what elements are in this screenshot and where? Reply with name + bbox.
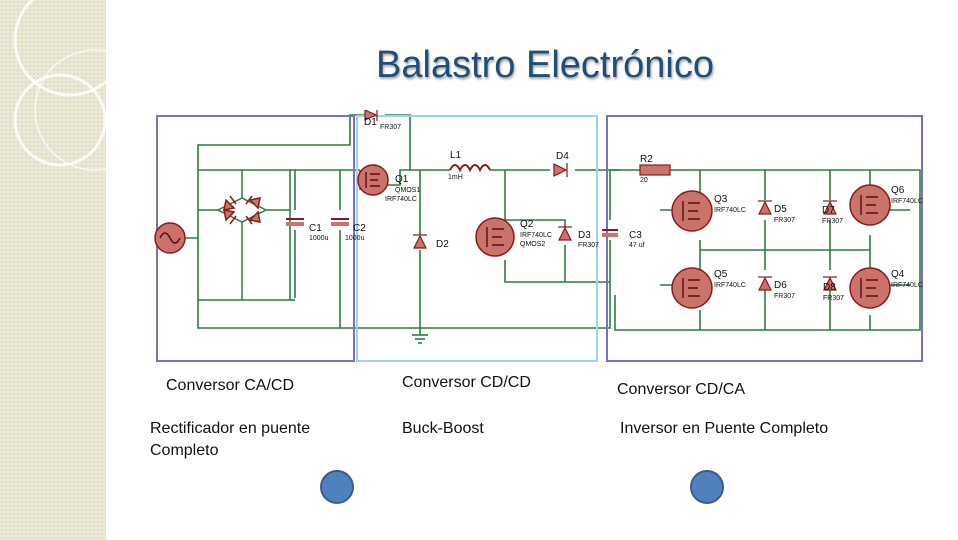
q6-value: IRF740LC — [891, 198, 923, 205]
d6-value: FR307 — [774, 293, 795, 300]
diode-icon — [558, 226, 572, 241]
q2-model-a: IRF740LC — [520, 232, 552, 239]
q3-label: Q3 — [714, 194, 728, 205]
capacitor-icon — [286, 218, 304, 226]
d1-label: D1 — [364, 117, 377, 128]
d7-label: D7 — [822, 205, 835, 216]
d3-value: FR307 — [578, 242, 599, 249]
d5-value: FR307 — [774, 217, 795, 224]
diode-icon — [758, 200, 772, 215]
component-labels: D1 FR307 L1 1mH D4 R2 20 Q1 QMOS1 IRF740… — [309, 117, 923, 302]
d1-value: FR307 — [380, 124, 401, 131]
diode-icon — [223, 209, 237, 225]
d2-label: D2 — [436, 239, 449, 250]
diode-icon — [245, 195, 261, 210]
diode-icon — [823, 276, 837, 291]
d8-value: FR307 — [823, 295, 844, 302]
block-desc-rectifier: Rectificador en puente Completo — [150, 420, 311, 459]
q4-label: Q4 — [891, 269, 905, 280]
q6-label: Q6 — [891, 185, 905, 196]
q1-model-b: IRF740LC — [385, 196, 417, 203]
mosfet-icon — [849, 184, 891, 226]
swirl-decoration — [13, 0, 106, 171]
c1-value: 1000u — [309, 235, 329, 242]
d6-label: D6 — [774, 280, 787, 291]
ac-source-icon — [154, 222, 186, 254]
mosfet-icon — [849, 267, 891, 309]
c1-label: C1 — [309, 223, 322, 234]
r2-label: R2 — [640, 154, 653, 165]
d3-label: D3 — [578, 230, 591, 241]
inductor-icon — [449, 164, 491, 173]
diode-icon — [245, 210, 261, 225]
capacitor-icon — [602, 229, 618, 237]
block-heading-rectifier: Conversor CA/CD — [166, 377, 295, 394]
q2-model-b: QMOS2 — [520, 241, 545, 248]
q5-label: Q5 — [714, 269, 728, 280]
c2-label: C2 — [353, 223, 366, 234]
mosfet-icon — [671, 267, 713, 309]
inverter-box — [606, 115, 923, 362]
diode-icon — [758, 276, 772, 291]
c3-label: C3 — [629, 230, 642, 241]
d4-label: D4 — [556, 151, 569, 162]
mosfet-icon — [357, 164, 389, 196]
q3-value: IRF740LC — [714, 207, 746, 214]
capacitor-icon — [331, 218, 349, 226]
r2-value: 20 — [640, 177, 648, 184]
d8-label: D8 — [823, 282, 836, 293]
mosfet-icon — [475, 217, 515, 257]
block-heading-inverter: Conversor CD/CA — [617, 381, 746, 398]
d7-value: FR307 — [822, 218, 843, 225]
nav-button-left[interactable] — [320, 470, 354, 504]
diode-icon — [413, 234, 427, 249]
c2-value: 1000u — [345, 235, 365, 242]
resistor-icon — [639, 164, 671, 176]
c3-value: 47 uf — [629, 242, 645, 249]
l1-value: 1mH — [448, 174, 463, 181]
diode-icon — [223, 195, 237, 211]
diode-icon — [364, 110, 378, 121]
block-desc-inverter: Inversor en Puente Completo — [620, 420, 829, 437]
page-title: Balastro Electrónico — [376, 44, 714, 86]
mosfet-icon — [671, 190, 713, 232]
q4-value: IRF740LC — [891, 282, 923, 289]
converter-box — [356, 115, 598, 362]
block-heading-converter: Conversor CD/CD — [402, 374, 531, 391]
ground-icon — [412, 334, 428, 344]
d5-label: D5 — [774, 204, 787, 215]
nav-button-right[interactable] — [690, 470, 724, 504]
decorative-sidebar — [0, 0, 106, 540]
bridge-rectifier — [198, 170, 290, 300]
q5-value: IRF740LC — [714, 282, 746, 289]
diode-icon — [823, 200, 837, 215]
block-desc-converter: Buck-Boost — [402, 420, 484, 437]
l1-label: L1 — [450, 150, 462, 161]
q1-model-a: QMOS1 — [395, 187, 420, 194]
q1-label: Q1 — [395, 174, 409, 185]
q2-label: Q2 — [520, 219, 534, 230]
circuit-schematic: D1 FR307 L1 1mH D4 R2 20 Q1 QMOS1 IRF740… — [154, 110, 923, 362]
diode-icon — [553, 163, 568, 177]
